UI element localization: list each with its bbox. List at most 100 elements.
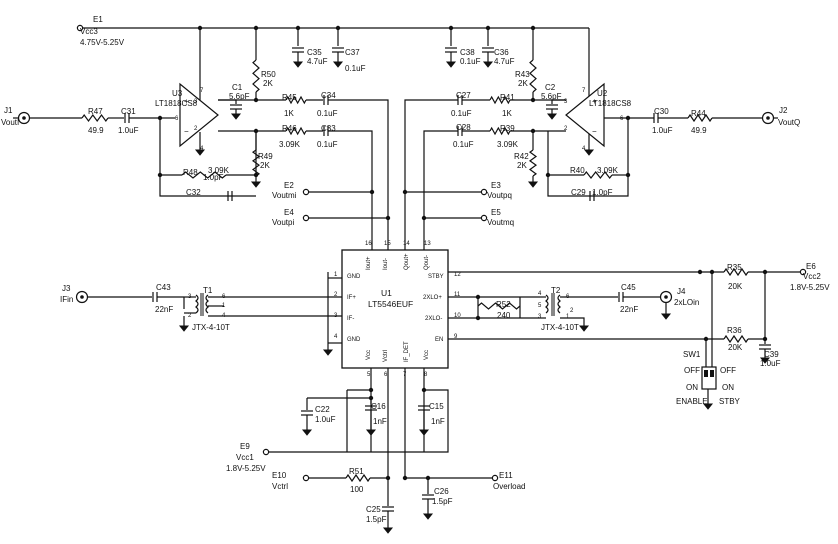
r49-val: 2K [260,161,270,170]
c29-val: 1.0pF [592,188,613,197]
ground-icon [482,61,494,68]
r36 [723,334,749,344]
u1-lop: 2XLO+ [423,295,442,301]
junction-dot [253,25,259,31]
u1-en: EN [435,337,443,343]
t2-part: JTX-4-10T [541,323,579,332]
ground-icon [292,61,304,68]
u1-lom: 2XLO- [425,316,442,322]
junction-dot [369,189,375,195]
r35-ref: R35 [727,263,742,272]
c37-ref: C37 [345,48,360,57]
c45-ref: C45 [621,283,636,292]
t1-secondary [205,294,209,314]
c27-val: 0.1uF [451,109,472,118]
u3-opamp [179,82,219,148]
junction-dot [197,25,203,31]
t2-secondary [557,294,561,314]
u1-pin5: 5 [367,372,371,378]
c38-val: 0.1uF [460,57,481,66]
u1-vcc-b: Vcc [424,350,430,360]
ground-icon [178,325,190,332]
c25-val: 1.5pF [366,515,387,524]
c26-ref: C26 [434,487,449,496]
sw1-mode-enable: ENABLE [676,397,708,406]
wire [328,99,389,250]
ground-icon [759,357,771,364]
r40-val: 3.09K [597,166,619,175]
e9-ref: E9 [240,442,250,451]
u1-qout-p: Qout+ [404,253,410,270]
e1-range: 4.75V-5.25V [80,38,125,47]
j4-ref: J4 [677,287,686,296]
ground-icon [322,349,334,356]
test-point-icon [302,474,310,482]
bnc-connector-icon [80,295,84,299]
ground-icon [422,513,434,520]
e1-ref: E1 [93,15,103,24]
junction-dot [253,128,259,134]
c29-ref: C29 [571,188,586,197]
u1-pin8: 8 [424,372,428,378]
r51-val: 100 [350,485,364,494]
e9-net: Vcc1 [236,453,254,462]
r45 [285,95,307,105]
r41-val: 1K [502,109,512,118]
t2-pin6: 6 [566,294,570,300]
test-point-icon [302,214,310,222]
u1-ifdet: IF_DET [404,341,410,362]
r47-ref: R47 [88,107,103,116]
ground-icon [445,61,457,68]
u2-minus-sign: − [592,127,597,136]
c35-val: 4.7uF [307,57,328,66]
r50-ref: R50 [261,70,276,79]
t1-pin3: 3 [188,294,192,300]
u1-pin16: 16 [365,241,372,247]
u2-pin6: 6 [620,116,624,122]
u1-vcc-a: Vcc [366,350,372,360]
r39-val: 3.09K [497,140,519,149]
ground-icon [583,149,595,156]
r46-val: 3.09K [279,140,301,149]
r36-val: 20K [728,343,743,352]
junction-dot [421,387,427,393]
e11-net: Overload [493,482,525,491]
j1-ref: J1 [4,106,13,115]
u1-ref: U1 [381,288,392,298]
u1-pin10: 10 [454,313,461,319]
u2-opamp [565,82,605,148]
r52 [477,302,521,310]
u1-pin12: 12 [454,272,461,278]
u1-pin2: 2 [334,292,338,298]
u3-pin6: 6 [175,116,179,122]
r49-ref: R49 [258,152,273,161]
u1-pin11: 11 [454,292,461,298]
test-point-icon [480,214,488,222]
u1-qout-m: Qout- [424,255,430,270]
junction-dot [709,269,715,275]
e4-ref: E4 [284,208,294,217]
wire [547,118,629,197]
u3-pin7: 7 [200,88,204,94]
t1-pin6: 6 [222,294,226,300]
j1-net: VoutI [1,118,19,127]
e6-net: Vcc2 [803,272,821,281]
c22-ref: C22 [315,405,330,414]
r43-ref: R43 [515,70,530,79]
u1-pin14: 14 [403,241,410,247]
sw1-off-left: OFF [684,366,700,375]
u1-pin15: 15 [384,241,391,247]
sw1-off-right: OFF [720,366,736,375]
j3-ref: J3 [62,284,71,293]
c32-ref: C32 [186,188,201,197]
r48-ref: R48 [183,168,198,177]
u2-plus-sign: + [592,97,597,106]
u1-iout-p: Iout+ [366,256,372,270]
ground-icon [578,325,590,332]
j4-net: 2xLOin [674,298,699,307]
r52-ref: R52 [496,300,511,309]
u2-part: LT1818CS8 [589,99,632,108]
u3-part: LT1818CS8 [155,99,198,108]
ground-icon [382,527,394,534]
r51 [345,473,371,483]
